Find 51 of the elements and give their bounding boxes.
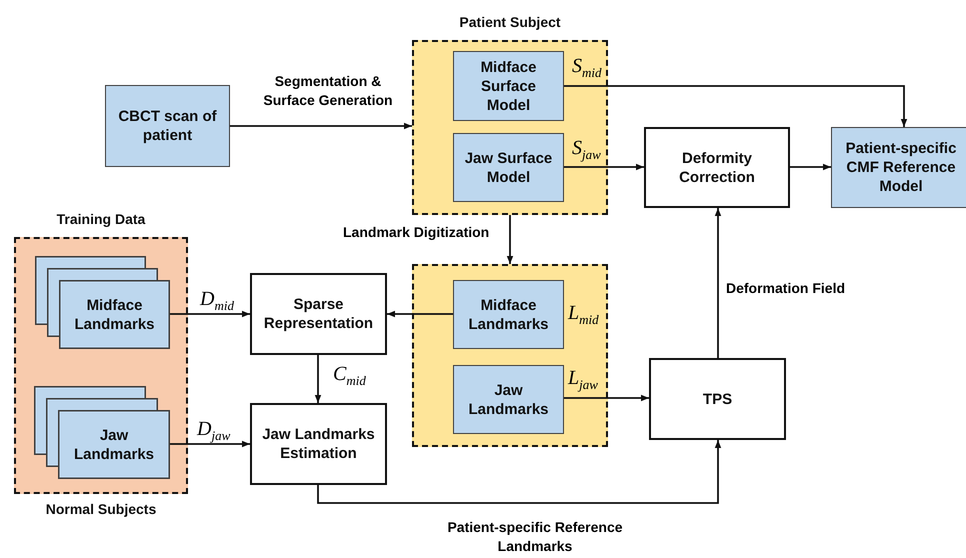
box-label: Jaw Landmarks [72, 426, 156, 464]
box-label: Jaw Landmarks [467, 380, 550, 418]
process-box [453, 365, 564, 434]
arrow [714, 208, 722, 358]
math-symbol: D$_{jaw}$ [197, 418, 230, 445]
process-box [250, 273, 387, 355]
stacked-cards [35, 256, 170, 349]
process-box [649, 358, 786, 440]
process-box [831, 127, 966, 208]
process-box [453, 133, 564, 202]
arrow [564, 394, 649, 402]
edge-label: Segmentation & Surface Generation [262, 72, 394, 110]
math-symbol: S$_{mid}$ [572, 55, 602, 82]
box-label: Patient-specific CMF Reference Model [844, 139, 958, 196]
process-box [453, 51, 564, 121]
process-box [105, 85, 230, 167]
edge-label: Deformation Field [726, 279, 846, 298]
edge-label: Patient-specific Reference Landmarks [446, 518, 624, 556]
box-label: Jaw Surface Model [464, 148, 554, 186]
arrow [170, 310, 250, 318]
box-label: Midface Landmarks [467, 296, 550, 334]
arrow [387, 310, 453, 318]
math-symbol: D$_{mid}$ [200, 288, 234, 315]
arrow [170, 440, 250, 448]
group-heading: Training Data [56, 210, 146, 229]
process-box [250, 403, 387, 485]
box-label: Midface Landmarks [73, 296, 156, 334]
process-box [644, 127, 790, 208]
box-label: TPS [702, 390, 734, 408]
arrow [314, 355, 322, 403]
process-box [453, 280, 564, 349]
box-label: Deformity Correction [678, 148, 756, 186]
arrow [564, 85, 908, 127]
arrow [230, 122, 412, 130]
box-label: Sparse Representation [262, 295, 374, 333]
box-label: CBCT scan of patient [117, 107, 218, 145]
group-heading: Normal Subjects [44, 500, 158, 519]
math-symbol: L$_{jaw}$ [568, 367, 598, 394]
stacked-cards [34, 386, 170, 479]
box-label: Jaw Landmarks Estimation [261, 425, 376, 463]
math-symbol: L$_{mid}$ [568, 302, 599, 329]
math-symbol: C$_{mid}$ [333, 363, 366, 390]
arrow [564, 164, 644, 170]
dashed-group-frame [412, 264, 608, 447]
math-symbol: S$_{jaw}$ [572, 137, 601, 164]
arrow [790, 164, 831, 170]
group-heading: Patient Subject [458, 13, 562, 32]
arrow [506, 215, 514, 264]
edge-label: Landmark Digitization [343, 223, 490, 242]
arrow [317, 440, 722, 504]
box-label: Midface Surface Model [480, 58, 538, 114]
